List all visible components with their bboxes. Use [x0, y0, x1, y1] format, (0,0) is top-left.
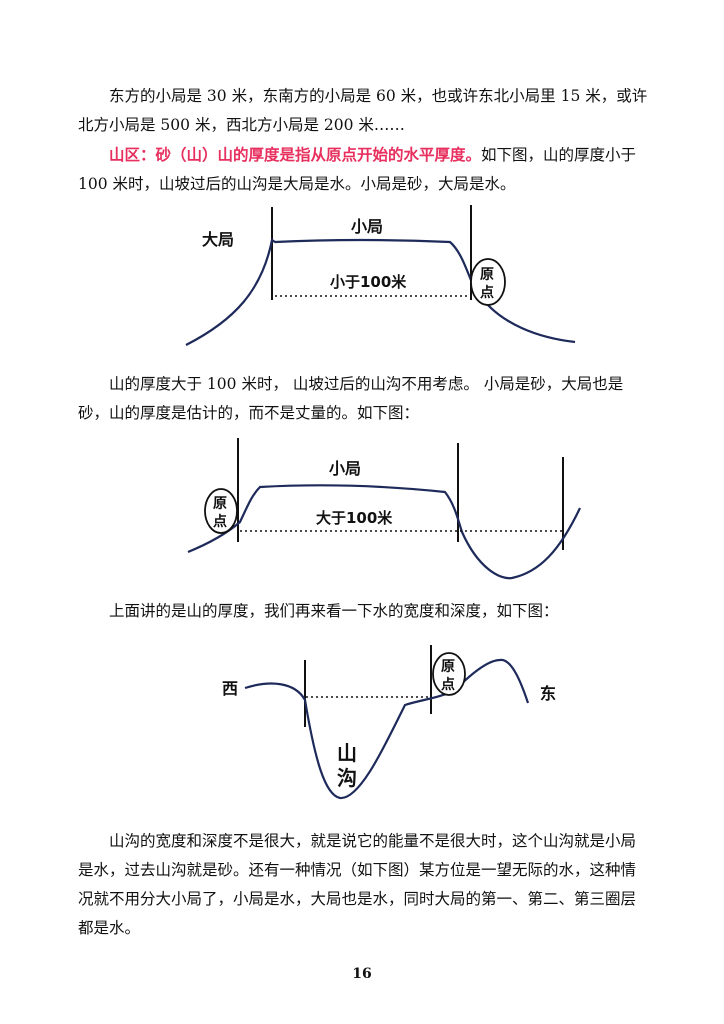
- label-west: 西: [222, 679, 238, 698]
- paragraph-2-rest: 如下图，山的厚度小于 100 米时，山坡过后的山沟是大局是水。小局是砂，大局是水…: [78, 146, 637, 193]
- label-small: 小局: [351, 217, 383, 236]
- label-origin-1: 原: [213, 496, 227, 512]
- paragraph-1: 东方的小局是 30 米，东南方的小局是 60 米，也或许东北小局里 15 米，或…: [78, 87, 648, 134]
- page-number: 16: [352, 966, 372, 982]
- label-origin-1: 原: [441, 659, 455, 675]
- paragraph-4: 上面讲的是山的厚度，我们再来看一下水的宽度和深度，如下图：: [78, 602, 559, 620]
- label-east: 东: [540, 684, 556, 703]
- label-small: 小局: [329, 459, 361, 478]
- mountain-profile: [185, 238, 576, 346]
- origin-circle: [432, 652, 466, 696]
- origin-circle: [470, 258, 506, 306]
- label-origin-2: 点: [441, 676, 455, 693]
- paragraph-5: 山沟的宽度和深度不是很大，就是说它的能量不是很大时，这个山沟就是小局是水，过去山…: [78, 832, 637, 937]
- label-origin-1: 原: [480, 267, 494, 283]
- paragraph-2: 山区：砂（山）山的厚度是指从原点开始的水平厚度。如下图，山的厚度小于 100 米…: [78, 140, 650, 199]
- label-width: 小于100米: [330, 273, 407, 291]
- paragraph-3: 山的厚度大于 100 米时， 山坡过后的山沟不用考虑。 小局是砂，大局也是砂，山…: [78, 375, 624, 422]
- label-width: 大于100米: [316, 509, 393, 527]
- label-big: 大局: [202, 230, 234, 249]
- label-origin-2: 点: [213, 513, 227, 530]
- highlighted-definition: 山区：砂（山）山的厚度是指从原点开始的水平厚度。: [109, 145, 482, 164]
- label-ravine-2: 沟: [337, 766, 357, 790]
- label-origin-2: 点: [480, 284, 494, 301]
- origin-circle: [204, 488, 238, 534]
- mountain-profile: [187, 484, 581, 580]
- ravine-profile: [244, 658, 530, 800]
- label-ravine-1: 山: [337, 741, 357, 765]
